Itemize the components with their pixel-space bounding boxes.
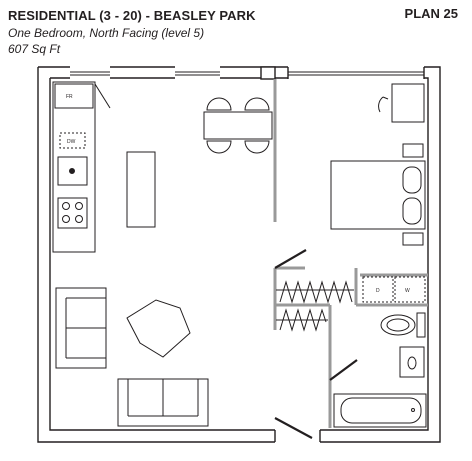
bedroom [330, 83, 426, 246]
fridge-label: FR [66, 94, 73, 100]
dryer-label: D [376, 288, 380, 294]
washer [394, 276, 426, 303]
washer-label: W [405, 288, 410, 294]
kitchen-island [126, 151, 156, 228]
bed [330, 160, 426, 230]
bathroom-door [329, 359, 358, 381]
kitchen-sink [57, 156, 88, 186]
desk [391, 83, 425, 123]
bathroom-sink [380, 314, 416, 336]
dining-table [203, 97, 273, 154]
bathroom [333, 312, 427, 428]
dishwasher [59, 132, 86, 149]
cooktop [57, 197, 88, 229]
plan-number: PLAN 25 [404, 6, 458, 21]
interior-partitions [273, 79, 428, 428]
windows [70, 66, 425, 79]
exterior-walls [37, 66, 441, 443]
toilet [399, 346, 425, 378]
dishwasher-label: DW [67, 139, 76, 145]
bedroom-door [274, 249, 307, 269]
doors [274, 249, 358, 439]
bathtub [333, 393, 427, 428]
laundry [362, 276, 426, 303]
plan-title: RESIDENTIAL (3 - 20) - BEASLEY PARK [8, 8, 256, 23]
dryer [362, 276, 394, 303]
unit-description: One Bedroom, North Facing (level 5) [8, 26, 205, 40]
living-room [55, 287, 209, 427]
fridge [54, 83, 94, 109]
closets [276, 280, 354, 332]
kitchen [52, 81, 156, 253]
unit-area: 607 Sq Ft [8, 42, 61, 56]
entry-door [274, 417, 313, 439]
